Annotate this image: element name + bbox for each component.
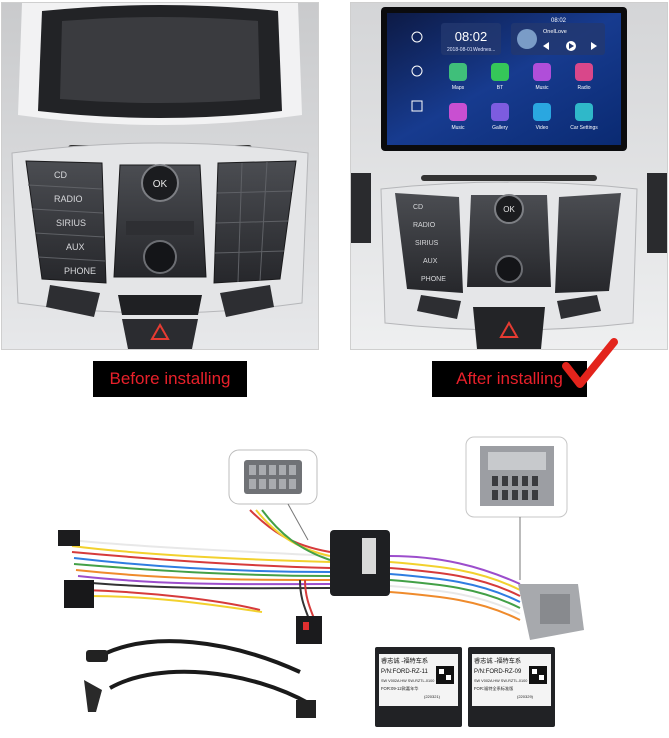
svg-text:SIRIUS: SIRIUS [56, 218, 86, 228]
connector-closeup-left [228, 449, 318, 541]
svg-text:BT: BT [497, 85, 503, 91]
svg-text:PHONE: PHONE [64, 266, 96, 276]
checkmark-icon [562, 338, 618, 388]
svg-text:08:02: 08:02 [551, 18, 567, 24]
svg-text:08:02: 08:02 [455, 29, 488, 44]
svg-text:(220329): (220329) [517, 694, 534, 699]
svg-text:OneILove: OneILove [543, 29, 567, 35]
svg-text:FOR:09-12款嘉年华: FOR:09-12款嘉年华 [381, 685, 418, 692]
svg-text:Car Settings: Car Settings [570, 125, 598, 131]
svg-text:Video: Video [536, 125, 549, 131]
svg-text:FOR:福特全系标准版: FOR:福特全系标准版 [474, 685, 514, 692]
svg-text:CD: CD [413, 204, 423, 211]
svg-text:Maps: Maps [452, 85, 465, 91]
svg-text:睿志诚 -福特车系: 睿志诚 -福特车系 [381, 657, 428, 665]
decoder-label-1: 睿志诚 -福特车系 P/N:FORD-RZ-11 SW V002A HW SW-… [375, 647, 462, 727]
connector-closeup-right [465, 436, 568, 580]
svg-text:2018-08-01: 2018-08-01 [447, 47, 473, 53]
svg-text:SIRIUS: SIRIUS [415, 240, 439, 247]
svg-text:睿志诚 -福特车系: 睿志诚 -福特车系 [474, 657, 521, 665]
before-install-photo: CD RADIO SIRIUS AUX PHONE OK [1, 2, 319, 350]
svg-text:Wednes...: Wednes... [473, 47, 495, 53]
svg-text:SW V002A HW SW-RZTL-0100: SW V002A HW SW-RZTL-0100 [381, 679, 434, 683]
usb-plug [86, 650, 108, 662]
can-decoder-box [330, 530, 390, 596]
after-installing-caption: After installing [432, 361, 587, 397]
svg-text:SW V002A HW SW-RZTL-0100: SW V002A HW SW-RZTL-0100 [474, 679, 527, 683]
svg-text:AUX: AUX [423, 258, 438, 265]
svg-text:RADIO: RADIO [413, 222, 436, 229]
antenna-plug [84, 680, 102, 712]
svg-text:(220321): (220321) [424, 694, 441, 699]
svg-text:PHONE: PHONE [421, 276, 446, 283]
cd-label: CD [54, 170, 67, 180]
wiring-harness-image: 睿志诚 -福特车系 P/N:FORD-RZ-11 SW V002A HW SW-… [58, 436, 584, 727]
svg-text:OK: OK [503, 205, 515, 214]
left-button-cluster: CD RADIO SIRIUS AUX PHONE [25, 160, 107, 284]
svg-text:Radio: Radio [577, 85, 590, 91]
svg-text:Music: Music [535, 85, 549, 91]
white-plug [58, 530, 80, 546]
svg-text:P/N:FORD-RZ-11: P/N:FORD-RZ-11 [381, 669, 429, 675]
right-keypad [213, 160, 297, 284]
svg-text:AUX: AUX [66, 242, 85, 252]
svg-text:Gallery: Gallery [492, 125, 508, 131]
center-knob-cluster: OK [113, 164, 207, 278]
before-installing-caption: Before installing [93, 361, 247, 397]
svg-text:OK: OK [153, 179, 168, 190]
svg-text:Music: Music [451, 125, 465, 131]
main-plug-left [64, 580, 94, 608]
decoder-label-2: 睿志诚 -福特车系 P/N:FORD-RZ-09 SW V002A HW SW-… [468, 647, 555, 727]
svg-text:P/N:FORD-RZ-09: P/N:FORD-RZ-09 [474, 669, 522, 675]
after-install-photo: 08:02 08:02 2018-08-01 Wednes... OneILov… [350, 2, 668, 350]
svg-text:RADIO: RADIO [54, 194, 83, 204]
